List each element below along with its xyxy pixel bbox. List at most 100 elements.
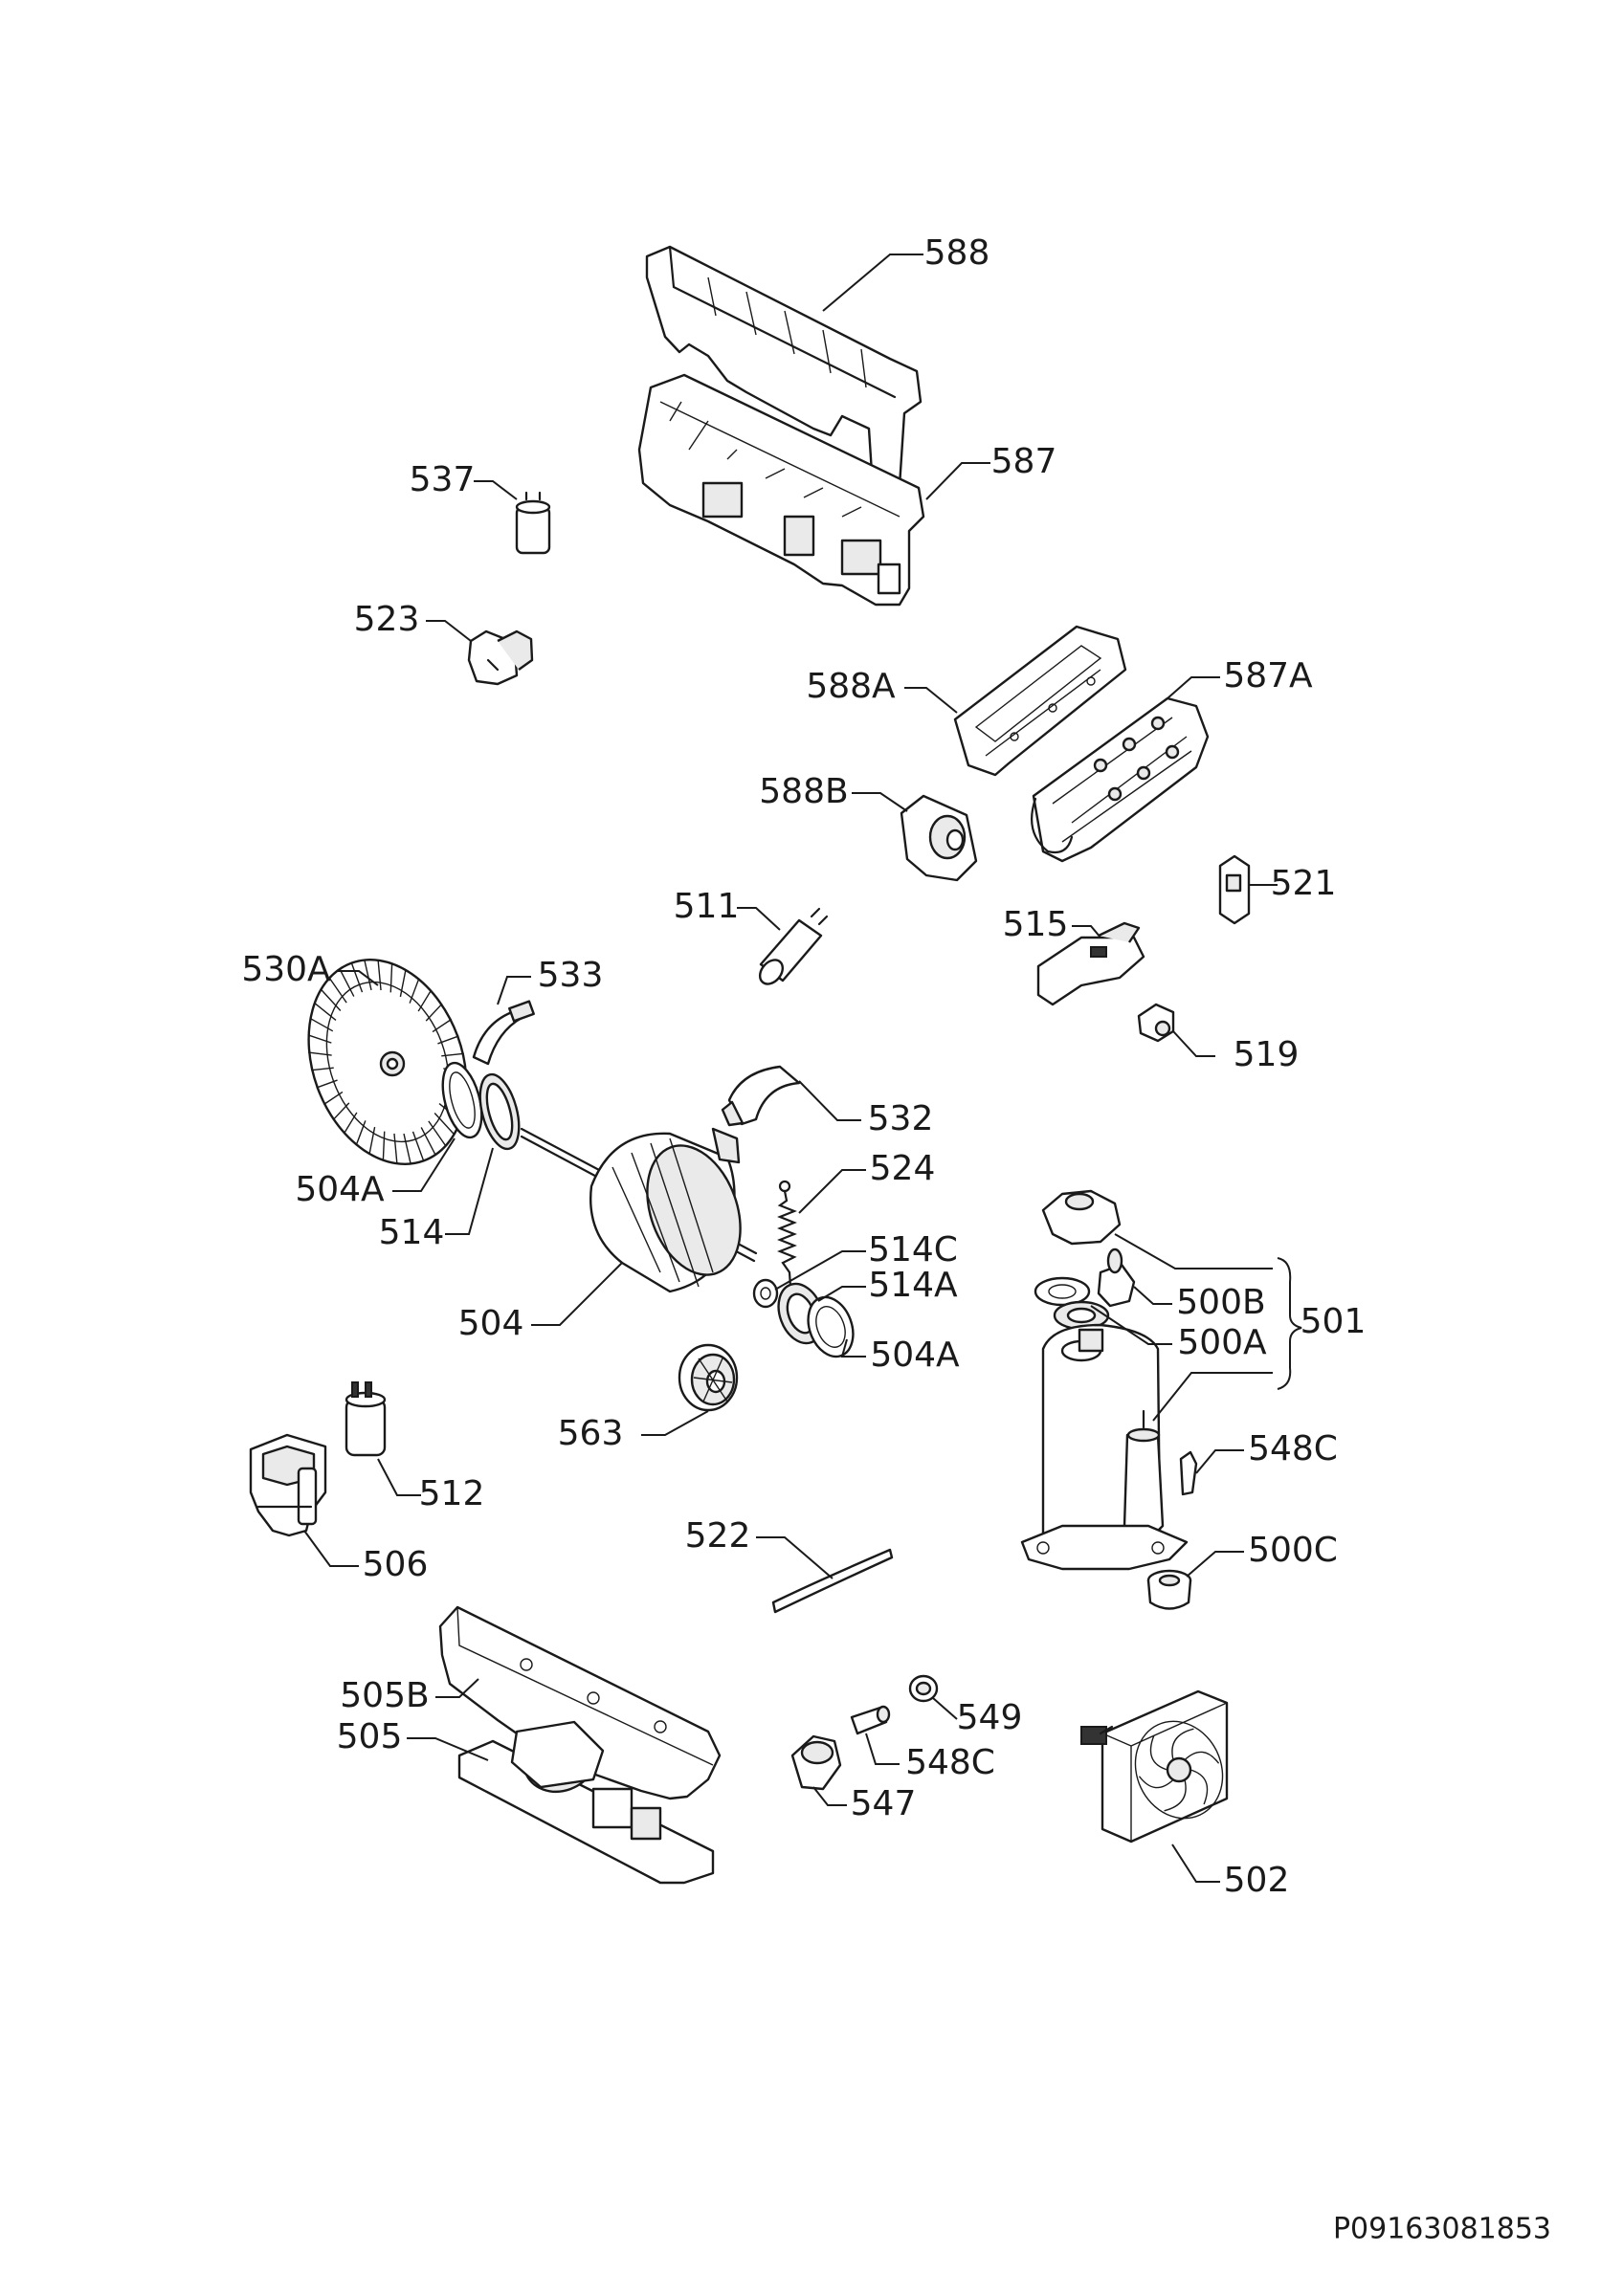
fan-blade: [311, 1067, 334, 1071]
leader-588A: [904, 687, 958, 714]
part-512-capacitor: [345, 1381, 387, 1457]
part-505B-duct: [438, 1605, 722, 1800]
leader-500A: [1090, 1305, 1172, 1345]
leader-505B: [435, 1678, 479, 1698]
leader-500-cyl: [1152, 1372, 1273, 1422]
leader-548C-1: [1195, 1449, 1244, 1474]
label-587: 587: [991, 442, 1057, 481]
leader-588: [822, 254, 923, 312]
leader-547: [812, 1786, 847, 1806]
label-521: 521: [1271, 864, 1337, 903]
part-514-ring: [478, 1072, 521, 1151]
leader-504A-1: [392, 1137, 456, 1192]
label-514A: 514A: [868, 1266, 958, 1305]
fan-blade: [1164, 1779, 1187, 1812]
label-530A: 530A: [241, 950, 331, 989]
part-587A-panel: [1031, 696, 1210, 863]
label-548C-2: 548C: [905, 1743, 995, 1782]
part-522-rod: [771, 1548, 894, 1614]
label-504A-1: 504A: [295, 1170, 385, 1209]
part-504-motor: [520, 1127, 758, 1293]
fan-blade: [437, 1035, 459, 1045]
label-549: 549: [957, 1698, 1023, 1737]
label-533: 533: [538, 956, 604, 995]
label-504: 504: [458, 1304, 524, 1343]
fan-blade: [432, 1018, 453, 1033]
fan-blade: [1149, 1734, 1168, 1771]
label-500A: 500A: [1177, 1323, 1267, 1362]
part-523-clip: [467, 629, 534, 686]
fan-blade: [417, 989, 433, 1012]
leader-587: [925, 462, 990, 500]
leader-588B: [852, 792, 908, 812]
part-588A-frame: [953, 625, 1127, 777]
leader-512: [377, 1458, 421, 1496]
label-506: 506: [363, 1545, 429, 1584]
fan-blade: [1138, 1776, 1174, 1789]
fan-blade: [355, 1120, 367, 1146]
fan-blade: [393, 1133, 398, 1164]
leader-505: [407, 1737, 489, 1761]
part-533-clamp: [472, 1000, 535, 1066]
fan-blade: [434, 1113, 456, 1136]
leader-533: [497, 976, 531, 1005]
fan-blade: [308, 1051, 332, 1056]
label-547: 547: [851, 1784, 917, 1823]
part-504A-ring-1: [441, 1061, 483, 1139]
label-514C: 514C: [868, 1230, 958, 1269]
fan-blade: [382, 1131, 386, 1161]
part-506-pump: [249, 1433, 327, 1537]
label-524: 524: [870, 1149, 936, 1188]
part-519-sensor: [1137, 1003, 1175, 1043]
fan-blade: [377, 960, 382, 991]
leader-522: [756, 1536, 834, 1579]
label-548C-1: 548C: [1248, 1429, 1338, 1468]
fan-blade: [309, 1017, 334, 1032]
leader-519: [1172, 1030, 1215, 1057]
label-505: 505: [337, 1717, 403, 1756]
leader-587A: [1167, 676, 1220, 699]
fan-blade: [1171, 1728, 1194, 1760]
fan-blade: [389, 962, 393, 993]
label-502: 502: [1224, 1861, 1290, 1900]
part-588B-module: [900, 794, 978, 882]
leader-549: [932, 1697, 958, 1720]
label-523: 523: [354, 600, 420, 639]
leader-500B-2: [1133, 1286, 1172, 1305]
fan-blade: [343, 1112, 358, 1135]
leader-532: [798, 1080, 861, 1121]
leader-523: [426, 620, 472, 642]
fan-blade: [403, 1133, 411, 1164]
leader-537: [474, 480, 518, 500]
fan-blade: [441, 1052, 464, 1057]
part-532-cover: [721, 1065, 801, 1127]
part-549-grommet: [908, 1674, 939, 1703]
part-547-knob: [790, 1734, 842, 1791]
part-587-control-board: [637, 373, 925, 607]
fan-blade: [411, 1131, 425, 1161]
label-511: 511: [674, 887, 740, 926]
leader-500B-1: [1114, 1233, 1273, 1269]
fan-blade: [307, 1034, 332, 1044]
leader-lines: [303, 254, 1302, 1883]
part-500-compressor: [1020, 1189, 1198, 1610]
fan-blade: [399, 969, 407, 998]
leader-514: [445, 1147, 494, 1235]
leader-524: [798, 1169, 866, 1214]
label-515: 515: [1003, 905, 1069, 944]
fan-blade: [428, 1120, 447, 1147]
brace-501: [1277, 1257, 1302, 1390]
leader-504A-2: [840, 1338, 866, 1358]
label-587A: 587A: [1223, 656, 1313, 695]
label-588A: 588A: [806, 667, 896, 706]
part-521-switch: [1218, 854, 1251, 925]
part-511-capacitor: [758, 907, 829, 985]
label-563: 563: [558, 1414, 624, 1453]
part-502-fan: [1080, 1689, 1229, 1843]
leader-514A: [817, 1286, 866, 1302]
leader-506: [303, 1530, 359, 1567]
leader-515: [1072, 925, 1101, 938]
label-505B: 505B: [340, 1676, 429, 1715]
leader-511: [737, 907, 781, 931]
part-labels: 588 587 537 523 588A 587A 588B 521 511 5…: [241, 233, 1551, 2246]
